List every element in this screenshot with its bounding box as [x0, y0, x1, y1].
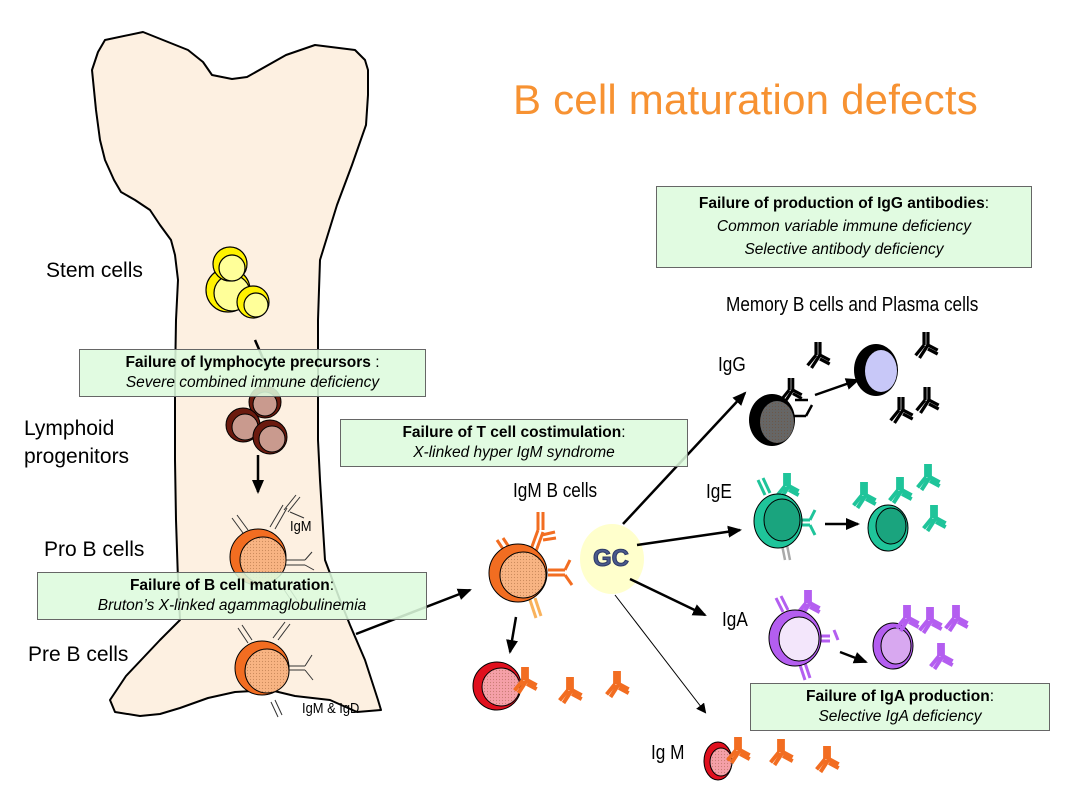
gc-to-iga-arrow	[629, 577, 707, 617]
defect-box-igg-production: Failure of production of IgG antibodies:…	[656, 186, 1032, 268]
defect-heading: Failure of B cell maturation:	[129, 577, 335, 594]
label-igm-secreted: Ig M	[651, 742, 685, 764]
defect-disease: Severe combined immune deficiency	[125, 374, 380, 391]
label-stem-cells: Stem cells	[46, 259, 143, 282]
label-iga: IgA	[722, 609, 748, 631]
pro-b-cell	[229, 494, 315, 604]
igm-secreting-cell	[703, 741, 733, 781]
defect-disease-2: Selective antibody deficiency	[744, 241, 944, 258]
igm-b-cell	[488, 512, 574, 619]
germinal-center-label: GC	[593, 545, 630, 573]
label-pre-b-cells: Pre B cells	[28, 643, 129, 666]
igmb-to-plasma-arrow	[506, 616, 518, 654]
igg-memory-to-plasma-arrow	[814, 378, 860, 397]
gc-to-igm-arrow	[614, 594, 707, 714]
defect-disease: Selective IgA deficiency	[818, 708, 982, 725]
label-igm-igd: IgM & IgD	[302, 700, 360, 717]
label-lymphoid-progenitors-line2: progenitors	[24, 445, 130, 468]
defect-heading: Failure of production of IgG antibodies:	[698, 195, 990, 212]
ige-memory-cell	[753, 471, 817, 561]
defect-heading: Failure of lymphocyte precursors :	[125, 354, 380, 371]
label-ige: IgE	[706, 481, 732, 503]
iga-memory-to-plasma-arrow	[839, 650, 868, 664]
page-title: B cell maturation defects	[513, 76, 978, 123]
igg-plasma-cell	[854, 344, 898, 396]
secreted-igm-antibodies-2	[725, 735, 841, 774]
defect-box-lymphocyte-precursors: Failure of lymphocyte precursors : Sever…	[79, 349, 426, 397]
label-pro-b-cells: Pro B cells	[44, 538, 145, 561]
defect-box-iga-production: Failure of IgA production: Selective IgA…	[750, 683, 1050, 731]
iga-memory-cell	[768, 588, 840, 681]
gc-to-ige-arrow	[636, 525, 742, 547]
defect-disease: Bruton’s X-linked agammaglobulinemia	[97, 597, 367, 614]
defect-box-b-cell-maturation: Failure of B cell maturation: Bruton’s X…	[37, 572, 427, 620]
label-lymphoid-progenitors-line1: Lymphoid	[24, 417, 115, 440]
label-igg: IgG	[718, 354, 746, 376]
secreted-igm-antibodies	[512, 665, 631, 705]
label-memory-plasma-cells: Memory B cells and Plasma cells	[726, 294, 979, 316]
pre-b-cell	[234, 621, 314, 718]
label-igm-pro-b: IgM	[290, 518, 312, 535]
igg-memory-cell	[749, 376, 814, 446]
label-igm-b-cells: IgM B cells	[513, 480, 598, 502]
defect-disease: Common variable immune deficiency	[716, 218, 972, 235]
iga-plasma-cell	[872, 622, 914, 670]
stem-cell-cluster	[205, 246, 270, 319]
defect-disease: X-linked hyper IgM syndrome	[413, 444, 615, 461]
ige-plasma-cell	[867, 504, 909, 552]
defect-heading: Failure of T cell costimulation:	[402, 424, 626, 441]
germinal-center	[580, 524, 644, 594]
igm-plasma-cell	[472, 661, 522, 711]
defect-box-t-cell-costimulation: Failure of T cell costimulation: X-linke…	[340, 419, 688, 467]
defect-heading: Failure of IgA production:	[805, 688, 994, 705]
